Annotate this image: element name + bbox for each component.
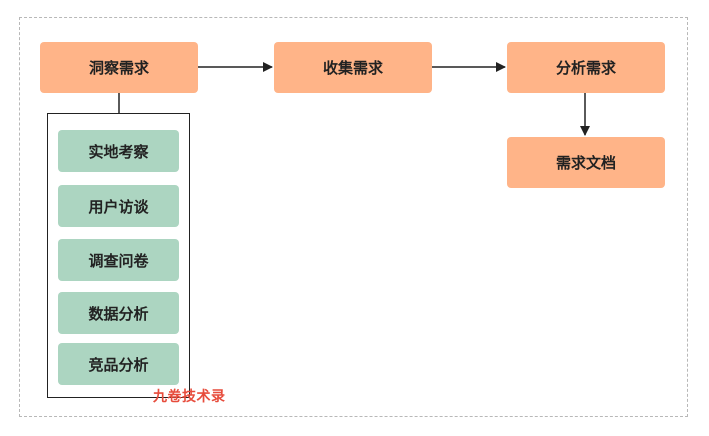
- method-data-analysis: 数据分析: [58, 292, 179, 334]
- method-field-visit: 实地考察: [58, 130, 179, 172]
- node-observe-requirements: 洞察需求: [40, 42, 198, 93]
- watermark-text: 九卷技术录: [153, 389, 226, 405]
- methods-group: [47, 113, 190, 398]
- node-analyze-requirements: 分析需求: [507, 42, 665, 93]
- diagram-frame: [19, 17, 688, 417]
- method-user-interview: 用户访谈: [58, 185, 179, 227]
- node-requirements-document: 需求文档: [507, 137, 665, 188]
- node-collect-requirements: 收集需求: [274, 42, 432, 93]
- method-questionnaire: 调查问卷: [58, 239, 179, 281]
- method-competitor-analysis: 竞品分析: [58, 343, 179, 385]
